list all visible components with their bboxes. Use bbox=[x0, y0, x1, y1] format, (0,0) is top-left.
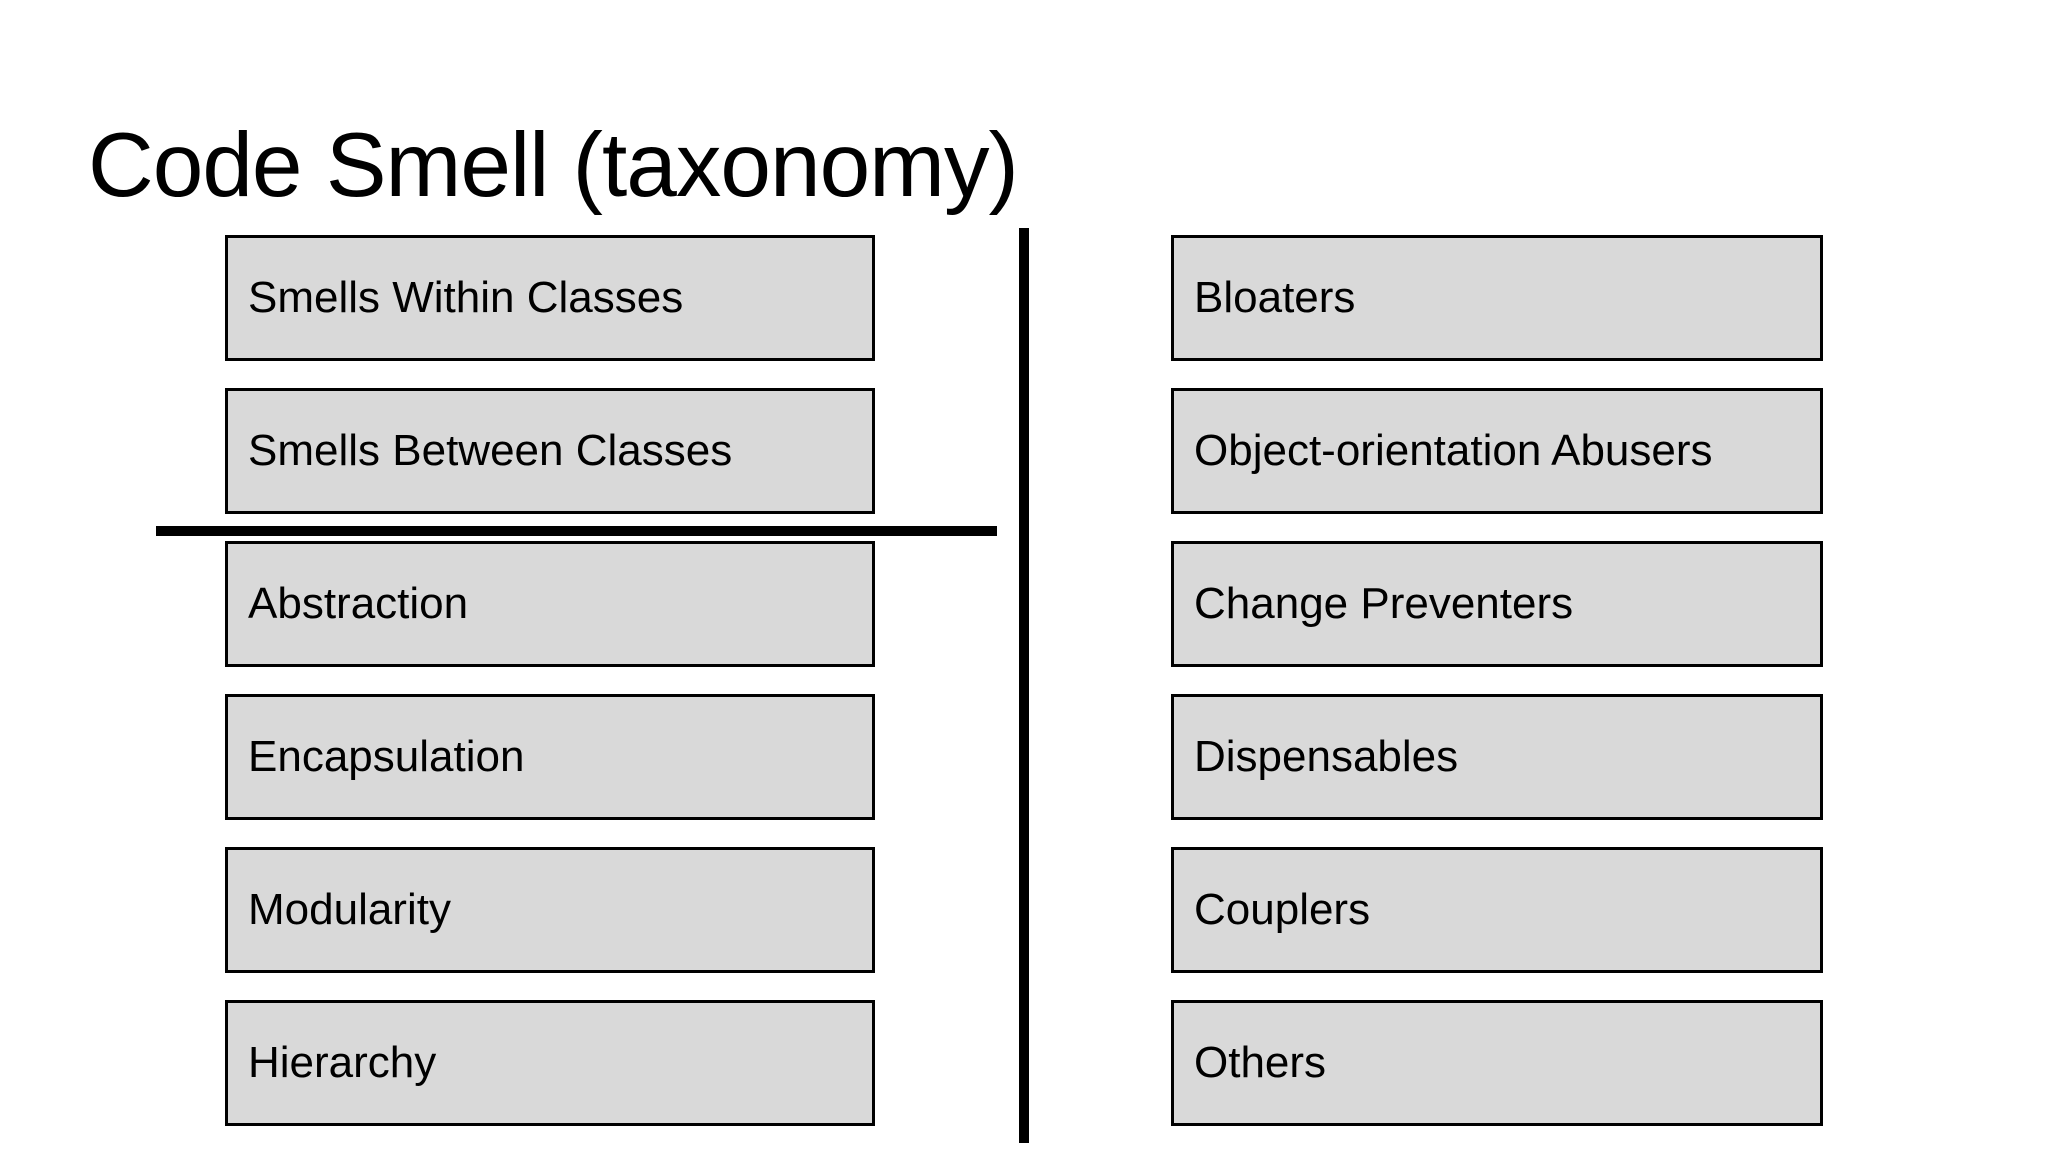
taxonomy-box-hierarchy: Hierarchy bbox=[225, 1000, 875, 1126]
box-label: Couplers bbox=[1194, 885, 1371, 934]
box-label: Object-orientation Abusers bbox=[1194, 426, 1713, 475]
taxonomy-box-change-preventers: Change Preventers bbox=[1171, 541, 1823, 667]
taxonomy-box-smells-within-classes: Smells Within Classes bbox=[225, 235, 875, 361]
box-label: Bloaters bbox=[1194, 273, 1356, 322]
box-label: Encapsulation bbox=[248, 732, 525, 781]
taxonomy-box-abstraction: Abstraction bbox=[225, 541, 875, 667]
horizontal-divider-line bbox=[156, 526, 997, 536]
box-label: Change Preventers bbox=[1194, 579, 1574, 628]
box-label: Hierarchy bbox=[248, 1038, 437, 1087]
box-label: Abstraction bbox=[248, 579, 469, 628]
taxonomy-box-couplers: Couplers bbox=[1171, 847, 1823, 973]
taxonomy-box-others: Others bbox=[1171, 1000, 1823, 1126]
taxonomy-box-modularity: Modularity bbox=[225, 847, 875, 973]
box-label: Smells Within Classes bbox=[248, 273, 684, 322]
taxonomy-box-bloaters: Bloaters bbox=[1171, 235, 1823, 361]
box-label: Dispensables bbox=[1194, 732, 1459, 781]
vertical-divider-line bbox=[1019, 228, 1029, 1143]
taxonomy-box-object-orientation-abusers: Object-orientation Abusers bbox=[1171, 388, 1823, 514]
taxonomy-box-encapsulation: Encapsulation bbox=[225, 694, 875, 820]
box-label: Modularity bbox=[248, 885, 451, 934]
taxonomy-box-dispensables: Dispensables bbox=[1171, 694, 1823, 820]
box-label: Others bbox=[1194, 1038, 1327, 1087]
taxonomy-box-smells-between-classes: Smells Between Classes bbox=[225, 388, 875, 514]
box-label: Smells Between Classes bbox=[248, 426, 733, 475]
slide-title: Code Smell (taxonomy) bbox=[88, 115, 1019, 216]
